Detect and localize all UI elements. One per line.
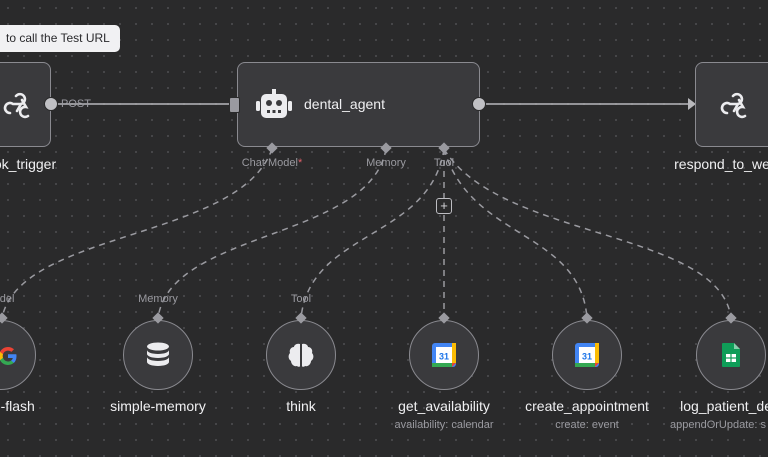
google-calendar-icon: 31: [575, 343, 599, 367]
log-patient-edge[interactable]: [443, 148, 732, 319]
agent-output-port[interactable]: [472, 97, 486, 111]
memory-node-label: simple-memory: [110, 398, 206, 414]
agent-input-port[interactable]: [229, 97, 240, 113]
webhook-icon: [720, 92, 747, 119]
google-sheets-icon: [722, 343, 740, 367]
think-node-label: think: [286, 398, 316, 414]
google-calendar-icon: 31: [432, 343, 456, 367]
dental-agent-title: dental_agent: [304, 96, 385, 112]
chat-model-port-label: Chat Model*: [241, 157, 303, 169]
think-node-port-label: Tool: [290, 293, 312, 305]
respond-to-webhook-node[interactable]: [695, 62, 768, 147]
model-node-label: 2.5-flash: [0, 398, 35, 414]
calendar-day-text: 31: [582, 352, 592, 362]
memory-edge[interactable]: [157, 148, 387, 319]
get-availability-subtitle: availability: calendar: [394, 419, 494, 431]
webhook-trigger-node[interactable]: [0, 62, 51, 147]
create-appointment-label: create_appointment: [525, 398, 649, 414]
model-port-label: odel: [0, 293, 15, 305]
create-appointment-subtitle: create: event: [555, 419, 619, 431]
get-availability-label: get_availability: [398, 398, 490, 414]
log-patient-label: log_patient_det: [680, 398, 768, 414]
create-appointment-node[interactable]: 31: [552, 320, 622, 390]
memory-port-label: Memory: [366, 157, 406, 169]
chat-model-edge[interactable]: [1, 148, 273, 319]
think-tool-node[interactable]: [266, 320, 336, 390]
agent-to-respond-arrow: [688, 98, 696, 110]
think-tool-edge[interactable]: [300, 148, 445, 319]
get-availability-node[interactable]: 31: [409, 320, 479, 390]
calendar-day-text: 31: [439, 352, 449, 362]
test-url-tooltip: to call the Test URL: [0, 25, 120, 52]
brain-icon: [288, 343, 314, 367]
respond-node-label: respond_to_we: [674, 156, 768, 172]
robot-icon: [256, 89, 292, 118]
simple-memory-node[interactable]: [123, 320, 193, 390]
trigger-node-label: ok_trigger: [0, 156, 57, 172]
log-patient-subtitle: appendOrUpdate: s: [669, 419, 767, 431]
memory-node-port-label: Memory: [138, 293, 178, 305]
add-tool-button[interactable]: +: [436, 198, 452, 214]
database-icon: [147, 342, 169, 366]
google-icon: [0, 347, 17, 365]
create-appointment-edge[interactable]: [443, 148, 588, 319]
post-connection-label: POST: [61, 98, 91, 110]
log-patient-node[interactable]: [696, 320, 766, 390]
tool-port-label: Tool: [433, 157, 455, 169]
trigger-output-port[interactable]: [44, 97, 58, 111]
webhook-icon: [3, 92, 30, 119]
